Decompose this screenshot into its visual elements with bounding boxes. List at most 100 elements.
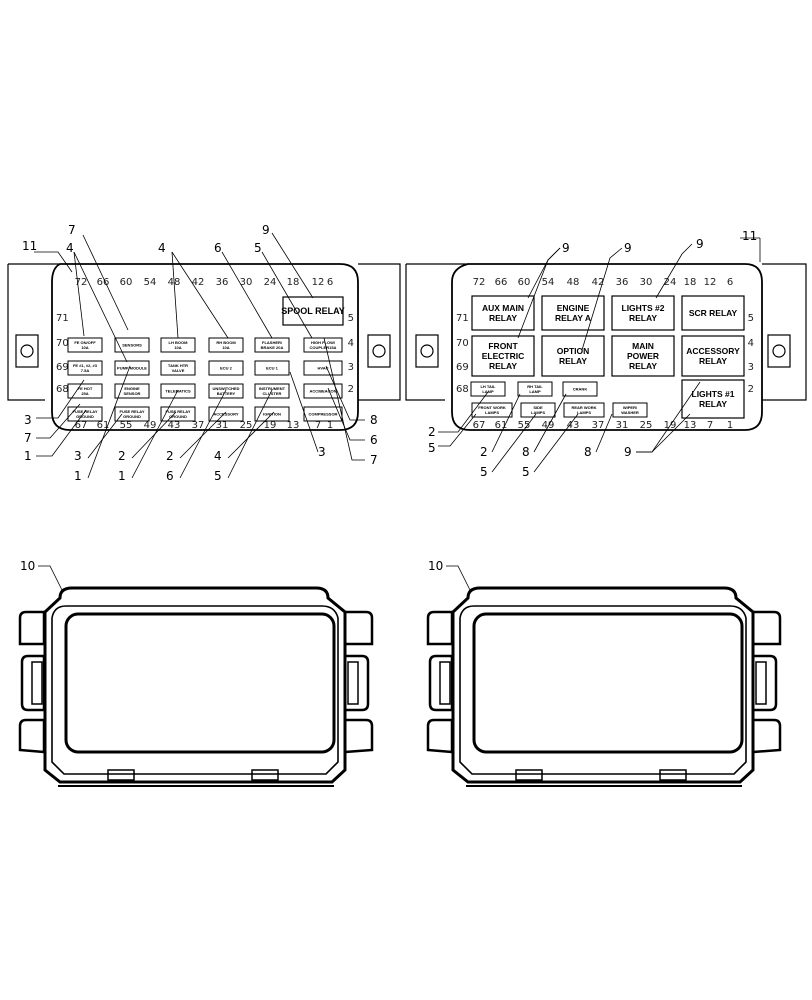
fuse-label: WIPER/WASHER <box>621 405 639 415</box>
fuse-label: ECU 2 <box>220 366 233 371</box>
pin-number: 54 <box>144 277 157 288</box>
fuse-label: FLASHER/BRAKE 20A <box>261 340 284 350</box>
pin-number: 54 <box>542 277 555 288</box>
pin-number: 49 <box>144 420 157 431</box>
fuse-slot <box>160 406 196 422</box>
callout-8: 8 <box>584 445 592 459</box>
fuse-slot <box>303 337 343 353</box>
callout-10: 10 <box>428 559 443 573</box>
pin-number: 36 <box>216 277 229 288</box>
fuse-slot <box>208 360 244 376</box>
fuse-lh-tail <box>470 381 506 397</box>
pin-number: 55 <box>518 420 531 431</box>
pin-number: 70 <box>56 338 69 349</box>
relay-engine-a <box>541 295 605 331</box>
callout-5: 5 <box>480 465 488 479</box>
fuse-label: HVAC <box>317 366 328 371</box>
callout-7: 7 <box>370 453 378 467</box>
fuse-slot <box>67 406 103 422</box>
mount-tab-left <box>415 334 439 368</box>
pin-number: 4 <box>748 338 754 349</box>
pin-number: 5 <box>348 313 354 324</box>
pin-number: 31 <box>216 420 229 431</box>
pin-number: 7 <box>707 420 713 431</box>
callout-7: 7 <box>68 223 76 237</box>
pin-number: 67 <box>75 420 88 431</box>
pin-number: 1 <box>727 420 733 431</box>
callout-10: 10 <box>20 559 35 573</box>
callout-3: 3 <box>74 449 82 463</box>
pin-number: 66 <box>495 277 508 288</box>
pin-number: 42 <box>192 277 205 288</box>
pin-number: 3 <box>348 362 354 373</box>
callout-11: 11 <box>742 229 757 243</box>
fuse-rear-work <box>563 402 605 418</box>
pin-number: 12 <box>704 277 717 288</box>
pin-number: 72 <box>473 277 486 288</box>
pin-number: 43 <box>168 420 181 431</box>
callout-6: 6 <box>370 433 378 447</box>
pin-number: 61 <box>495 420 508 431</box>
pin-number: 68 <box>56 384 69 395</box>
pin-number: 69 <box>56 362 69 373</box>
pin-number: 12 <box>312 277 325 288</box>
pin-number: 71 <box>56 313 69 324</box>
left-leader-lines <box>34 232 365 479</box>
pin-number: 18 <box>287 277 300 288</box>
fuse-slot <box>303 406 343 422</box>
pin-number: 3 <box>748 362 754 373</box>
fuse-slot <box>114 360 150 376</box>
pin-number: 25 <box>640 420 653 431</box>
pin-number: 25 <box>240 420 253 431</box>
fuse-label: HIGH FLOW/COUPLER15A <box>310 340 337 350</box>
callout-2: 2 <box>480 445 488 459</box>
pin-number: 67 <box>473 420 486 431</box>
callout-2: 2 <box>166 449 174 463</box>
pin-number: 13 <box>287 420 300 431</box>
fuse-label: ECU 1 <box>266 366 279 371</box>
fuse-label: TELEMATICS <box>165 389 191 394</box>
callout-9: 9 <box>696 237 704 251</box>
callout-9: 9 <box>262 223 270 237</box>
fuse-slot <box>67 360 103 376</box>
fuse-slot <box>67 383 103 399</box>
pin-number: 42 <box>592 277 605 288</box>
pin-number: 72 <box>75 277 88 288</box>
fuse-slot <box>254 383 290 399</box>
callout-4: 4 <box>214 449 222 463</box>
relay-accessory <box>681 335 745 377</box>
right-cover: 10 <box>426 559 782 788</box>
spool-relay <box>282 296 344 326</box>
fuse-wiper <box>612 402 648 418</box>
callout-8: 8 <box>522 445 530 459</box>
pin-number: 31 <box>616 420 629 431</box>
callout-5: 5 <box>214 469 222 483</box>
pin-number: 71 <box>456 313 469 324</box>
fuse-label: ACCESSORY <box>213 412 239 417</box>
callout-9: 9 <box>624 241 632 255</box>
callout-2: 2 <box>118 449 126 463</box>
callout-8: 8 <box>370 413 378 427</box>
fuse-slot <box>208 383 244 399</box>
relay-lights2 <box>611 295 675 331</box>
fuse-slot <box>208 406 244 422</box>
pin-number: 66 <box>97 277 110 288</box>
pin-number: 70 <box>456 338 469 349</box>
relay-lights1 <box>681 379 745 419</box>
